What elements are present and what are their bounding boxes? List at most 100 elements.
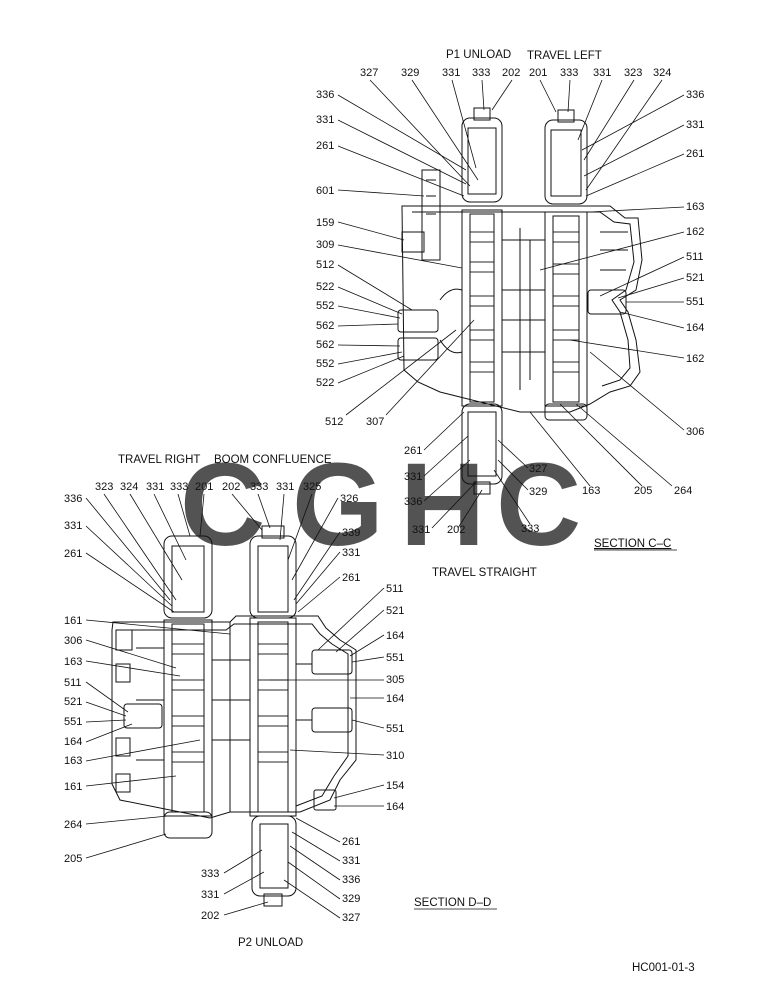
part-label: 202 <box>447 524 465 536</box>
part-label: 201 <box>195 481 213 493</box>
part-label: 562 <box>316 320 334 332</box>
part-label: 552 <box>316 358 334 370</box>
part-label: 307 <box>366 416 384 428</box>
watermark-letter-c1: C <box>180 439 265 571</box>
part-label: 552 <box>316 300 334 312</box>
part-label: 511 <box>64 677 82 689</box>
part-label: 333 <box>170 481 188 493</box>
section-dd-left-leaders <box>85 497 231 859</box>
part-label: 326 <box>340 493 358 505</box>
watermark-letter-c2: C <box>496 439 581 571</box>
part-label: 331 <box>442 67 460 79</box>
part-label: 336 <box>342 874 360 886</box>
part-label: 261 <box>686 148 704 160</box>
section-cc-right-labels: 336 331 261 163 162 511 521 551 164 162 … <box>582 89 704 497</box>
part-label: 336 <box>686 89 704 101</box>
heading-travel-straight: TRAVEL STRAIGHT <box>432 567 537 579</box>
section-dd-bottom-labels: 261 331 336 329 327 333 331 202 <box>201 836 360 924</box>
part-label: 324 <box>653 67 671 79</box>
part-label: 325 <box>303 481 321 493</box>
part-label: 205 <box>634 485 652 497</box>
part-label: 331 <box>686 119 704 131</box>
section-dd-top-leaders <box>103 493 341 613</box>
part-label: 202 <box>502 67 520 79</box>
section-cc-bottom-leaders <box>423 411 531 529</box>
heading-section-cc: SECTION C–C <box>594 538 671 550</box>
part-label: 331 <box>342 855 360 867</box>
part-label: 521 <box>386 605 404 617</box>
heading-p2-unload: P2 UNLOAD <box>238 937 303 949</box>
part-label: 306 <box>64 635 82 647</box>
part-label: 261 <box>404 445 422 457</box>
part-label: 163 <box>64 755 82 767</box>
part-label: 327 <box>529 463 547 475</box>
section-dd-bottom-leaders <box>223 817 341 919</box>
part-label: 333 <box>250 481 268 493</box>
part-label: 323 <box>95 481 113 493</box>
heading-travel-left: TRAVEL LEFT <box>527 50 602 62</box>
part-label: 329 <box>529 486 547 498</box>
part-label: 164 <box>386 630 404 642</box>
part-label: 310 <box>386 750 404 762</box>
part-label: 163 <box>582 485 600 497</box>
part-label: 329 <box>401 67 419 79</box>
part-label: 161 <box>64 781 82 793</box>
section-cc-bottom-labels: 261 331 336 331 202 327 329 333 <box>404 445 547 536</box>
part-label: 331 <box>316 114 334 126</box>
part-label: 333 <box>472 67 490 79</box>
part-label: 521 <box>686 272 704 284</box>
section-cc-top-leaders <box>369 79 663 191</box>
watermark-letter-h: H <box>400 439 485 571</box>
part-label: 331 <box>201 889 219 901</box>
part-label: 331 <box>593 67 611 79</box>
part-label: 202 <box>201 910 219 922</box>
heading-section-dd: SECTION D–D <box>414 897 491 909</box>
part-label: 512 <box>316 259 334 271</box>
part-label: 329 <box>342 893 360 905</box>
part-label: 154 <box>386 780 404 792</box>
section-cc-drawing <box>397 107 643 495</box>
section-cc-top-labels: 327 329 331 333 202 201 333 331 323 324 <box>360 67 671 79</box>
section-dd-top-labels: 323 324 331 333 201 202 333 331 325 326 … <box>95 481 360 584</box>
part-label: 331 <box>412 524 430 536</box>
part-label: 324 <box>120 481 138 493</box>
part-label: 164 <box>686 322 704 334</box>
part-label: 159 <box>316 217 334 229</box>
part-label: 162 <box>686 226 704 238</box>
part-label: 562 <box>316 339 334 351</box>
part-label: 161 <box>64 615 82 627</box>
part-label: 551 <box>686 296 704 308</box>
part-label: 331 <box>64 520 82 532</box>
part-label: 512 <box>325 416 343 428</box>
part-label: 331 <box>276 481 294 493</box>
section-dd-left-labels: 336 331 261 161 306 163 511 521 551 164 … <box>64 493 82 865</box>
watermark-letter-g: G <box>292 439 384 571</box>
part-label: 323 <box>624 67 642 79</box>
part-label: 601 <box>316 185 334 197</box>
part-label: 331 <box>146 481 164 493</box>
part-label: 261 <box>342 836 360 848</box>
part-label: 336 <box>64 493 82 505</box>
section-dd-drawing <box>111 525 357 907</box>
section-cc-right-leaders <box>529 94 685 487</box>
part-label: 327 <box>360 67 378 79</box>
part-label: 164 <box>386 693 404 705</box>
section-dd-right-leaders <box>270 587 385 807</box>
part-label: 164 <box>386 801 404 813</box>
part-label: 331 <box>404 471 422 483</box>
part-label: 327 <box>342 912 360 924</box>
part-label: 339 <box>342 527 360 539</box>
part-label: 261 <box>316 140 334 152</box>
part-label: 551 <box>386 723 404 735</box>
heading-p1-unload: P1 UNLOAD <box>446 49 511 61</box>
part-label: 333 <box>560 67 578 79</box>
part-label: 162 <box>686 353 704 365</box>
part-label: 305 <box>386 674 404 686</box>
part-label: 261 <box>342 572 360 584</box>
part-label: 205 <box>64 853 82 865</box>
part-label: 164 <box>64 736 82 748</box>
part-label: 336 <box>316 89 334 101</box>
part-label: 331 <box>342 547 360 559</box>
part-label: 264 <box>64 819 82 831</box>
